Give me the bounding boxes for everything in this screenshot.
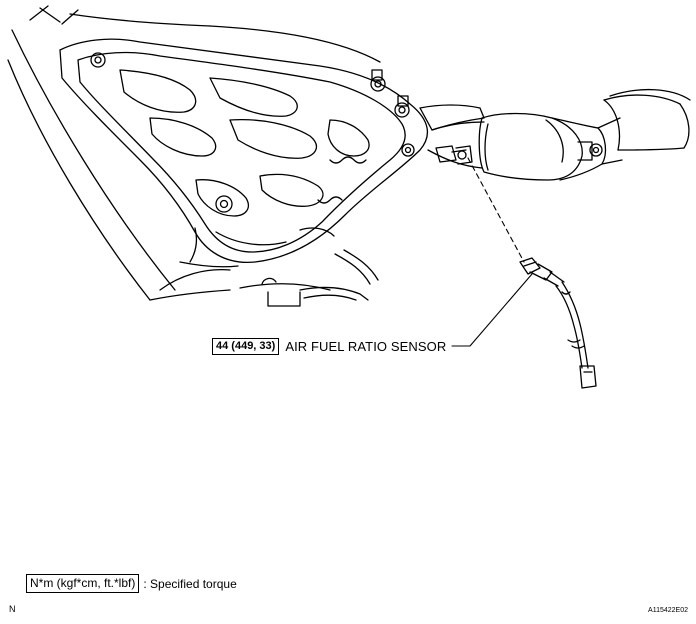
corner-letter: N <box>9 604 16 614</box>
installation-dashed-line <box>467 157 525 263</box>
torque-legend: N*m (kgf*cm, ft.*lbf) : Specified torque <box>26 574 237 593</box>
sensor-boss <box>435 145 473 165</box>
part-name-label: AIR FUEL RATIO SENSOR <box>285 339 447 354</box>
figure-code: A115422E02 <box>648 607 688 614</box>
engine-block-outline <box>7 5 381 301</box>
lower-engine-details <box>159 227 379 307</box>
torque-legend-text: : Specified torque <box>143 576 237 591</box>
torque-unit-box: N*m (kgf*cm, ft.*lbf) <box>26 574 140 593</box>
catalytic-converter <box>419 88 691 181</box>
air-fuel-ratio-sensor <box>519 257 597 389</box>
sensor-leader-line <box>451 273 533 347</box>
mounting-bolts <box>90 52 415 213</box>
sensor-callout: 44 (449, 33) AIR FUEL RATIO SENSOR <box>212 338 446 355</box>
manifold-heat-shield <box>59 38 429 264</box>
torque-spec-box: 44 (449, 33) <box>212 338 280 355</box>
